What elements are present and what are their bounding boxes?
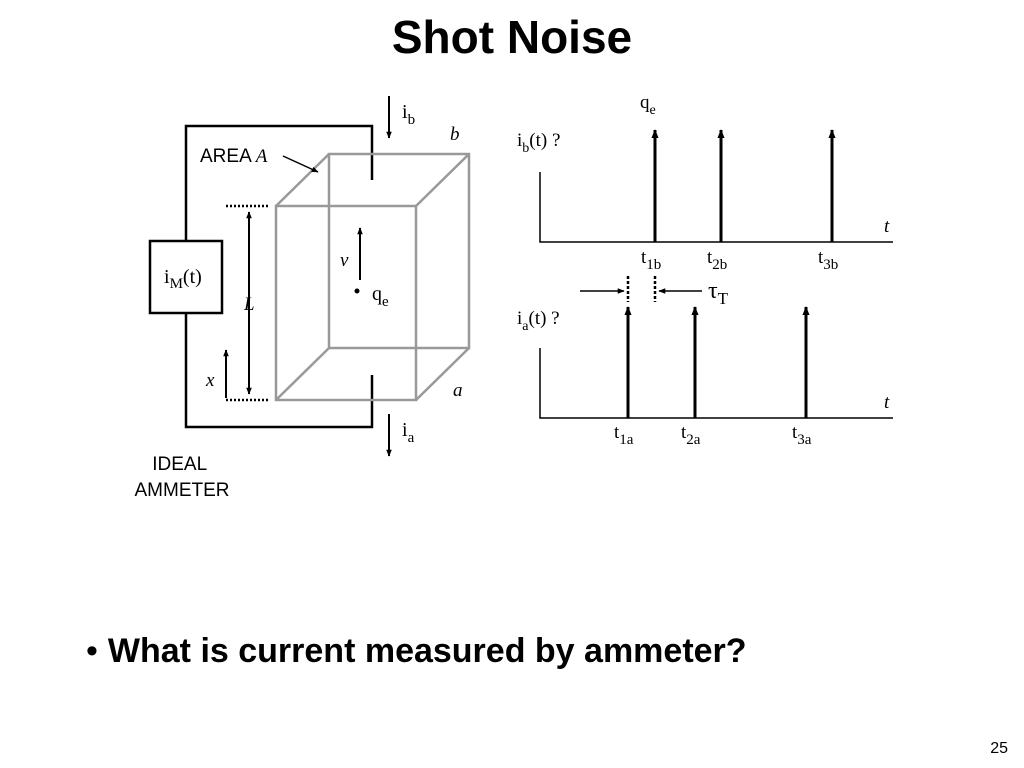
bullet-point: •What is current measured by ammeter?: [86, 632, 747, 671]
ammeter-box: [148, 239, 224, 315]
position-symbol: x: [205, 370, 215, 391]
current-a-label: ia: [402, 419, 415, 446]
bullet-text: What is current measured by ammeter?: [107, 632, 747, 670]
ideal-ammeter-label: IDEAL AMMETER: [135, 454, 230, 501]
bullet-dot-icon: •: [86, 632, 98, 670]
ammeter-label: iM(t): [164, 266, 202, 292]
top-plot: ib(t) ? t qe t1b t2b t3b: [517, 92, 893, 273]
charge-label: qe: [372, 283, 389, 310]
corner-a-label: a: [453, 380, 463, 401]
page-number: 25: [990, 740, 1008, 757]
corner-b-label: b: [450, 124, 460, 145]
bottom-plot-axes: [539, 348, 893, 419]
bottom-plot-ylabel: ia(t) ?: [517, 308, 560, 334]
current-b-label: ib: [402, 101, 415, 128]
bottom-plot: ia(t) ? t t1a t2a t3a: [517, 306, 893, 448]
tick-label-t3b: t3b: [818, 247, 838, 273]
circuit-wire-top: [184, 124, 374, 241]
top-plot-xlabel: t: [884, 216, 890, 237]
area-pointer: [282, 155, 319, 173]
tick-label-t3a: t3a: [792, 422, 812, 448]
transit-time-marker: τT: [580, 276, 729, 308]
electron-dot: [354, 288, 360, 294]
top-plot-axes: [539, 172, 893, 243]
bottom-plot-xlabel: t: [884, 392, 890, 413]
slide-title: Shot Noise: [391, 11, 633, 63]
velocity-symbol: v: [340, 250, 349, 271]
tick-label-t1b: t1b: [641, 247, 661, 273]
tick-label-t2a: t2a: [681, 422, 701, 448]
conductor-box: [274, 152, 471, 402]
peak-charge-label: qe: [640, 92, 656, 118]
tick-label-t2b: t2b: [707, 247, 727, 273]
tick-label-t1a: t1a: [614, 422, 634, 448]
transit-time-label: τT: [708, 278, 729, 308]
length-symbol: L: [243, 294, 255, 315]
top-plot-ylabel: ib(t) ?: [517, 130, 560, 156]
circuit: iM(t) L x v qe ib: [135, 96, 471, 501]
